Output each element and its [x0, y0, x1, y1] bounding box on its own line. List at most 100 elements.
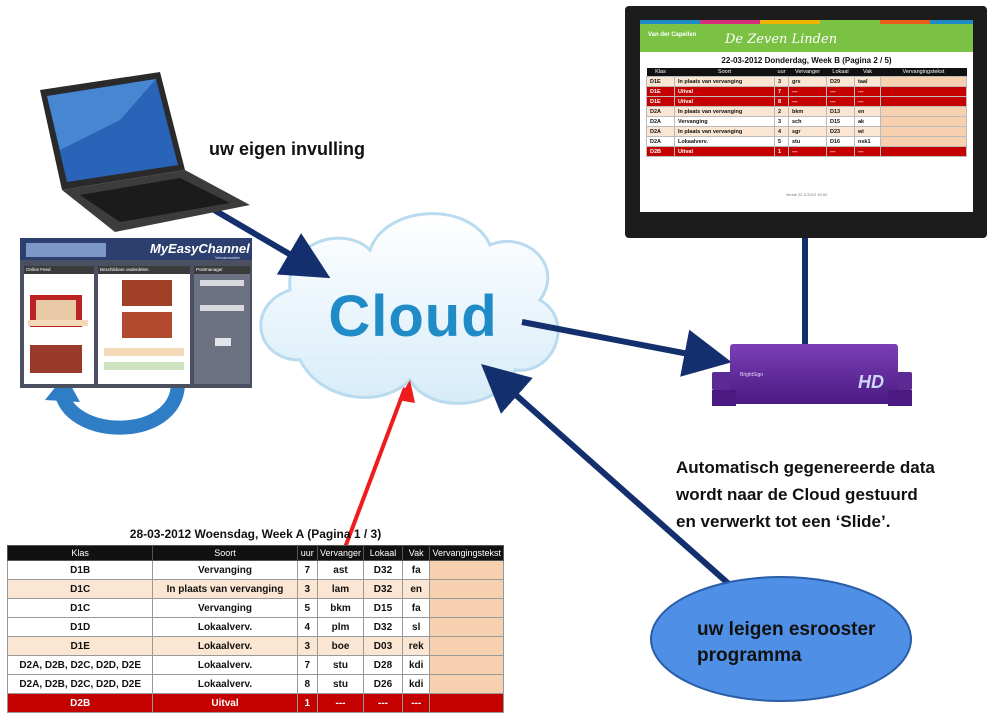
screen-table-header-cell: Soort [674, 68, 775, 77]
table-cell: Uitval [152, 693, 298, 713]
screen-table-cell: bkm [788, 106, 827, 117]
screen-table-cell: D1E [646, 76, 675, 87]
table-cell [429, 674, 504, 694]
table-cell: D1C [6, 598, 154, 618]
myeasychannel-col1: Online Feed [26, 267, 51, 272]
table-cell: plm [316, 617, 365, 637]
table-header-cell: Lokaal [363, 545, 403, 561]
school-name: De Zeven Linden [725, 32, 838, 47]
screen-table-cell: nsk1 [854, 136, 881, 147]
table-cell: fa [401, 598, 431, 618]
myeasychannel-sub: Vervanrooster [215, 255, 240, 260]
bubble-text: uw leigen esrooster programma [697, 617, 875, 669]
table-cell: D32 [363, 579, 403, 599]
table-cell: boe [316, 636, 365, 656]
screen-table-cell: D29 [826, 76, 855, 87]
screen-table-cell: --- [826, 146, 855, 157]
table-cell [429, 636, 504, 656]
screen-header: Van der Capellen De Zeven Linden [640, 24, 973, 52]
table-cell: In plaats van vervanging [152, 579, 298, 599]
table-cell: fa [401, 560, 431, 580]
screen-table-cell: 7 [774, 86, 789, 97]
screen-table-cell [880, 106, 967, 117]
screen-table-cell: 4 [774, 126, 789, 137]
laptop-caption: uw eigen invulling [209, 139, 366, 159]
table-title: 28-03-2012 Woensdag, Week A (Pagina 1 / … [129, 527, 382, 541]
data-flow-caption: Automatisch gegenereerde data wordt naar… [676, 454, 935, 535]
table-cell: D32 [363, 560, 403, 580]
table-cell: --- [316, 693, 365, 713]
screen-table-cell: D2A [646, 126, 675, 137]
screen-table-header-cell: Vak [854, 68, 881, 77]
screen-table-cell: Lokaalverv. [674, 136, 775, 147]
screen-table-cell: stu [788, 136, 827, 147]
table-cell [429, 598, 504, 618]
screen-table-cell: D1E [646, 96, 675, 107]
table-cell: D26 [363, 674, 403, 694]
table-cell [429, 579, 504, 599]
myeasychannel-col2: Beschikbare onderdelen [100, 267, 149, 272]
player-model: HD [858, 372, 884, 392]
table-header-cell: Vervanger [316, 545, 365, 561]
screen-table-cell: In plaats van vervanging [674, 106, 775, 117]
school-logo: Van der Capellen [648, 32, 697, 38]
screen-table-cell [880, 136, 967, 147]
screen-table-cell: D2A [646, 106, 675, 117]
screen-table-cell: --- [854, 86, 881, 97]
color-stripe [640, 20, 700, 24]
screen-table-cell: D15 [826, 116, 855, 127]
table-cell: 3 [296, 579, 318, 599]
screen-table-header-cell: Vervangingstekst [880, 68, 967, 77]
color-stripe [930, 20, 973, 24]
screen-table-cell: D23 [826, 126, 855, 137]
cloud-to-player-arrow [521, 319, 732, 377]
screen-table-cell [880, 86, 967, 97]
color-stripe [820, 20, 880, 24]
table-cell [429, 693, 504, 713]
screen-table-cell: D2A [646, 136, 675, 147]
screen-table-cell: Uitval [674, 86, 775, 97]
screen-table-cell [880, 146, 967, 157]
screen-table-header-cell: Klas [646, 68, 675, 77]
bubble-line-2: programma [697, 645, 802, 666]
monitor-screen: Van der Capellen De Zeven Linden 22-03-2… [640, 20, 973, 212]
table-cell: ast [316, 560, 365, 580]
table-cell: Vervanging [152, 560, 298, 580]
table-cell: Lokaalverv. [152, 617, 298, 637]
screen-table-cell: D1E [646, 86, 675, 97]
screen-table-cell: sch [788, 116, 827, 127]
table-cell: D2B [6, 693, 154, 713]
screen-table-cell: In plaats van vervanging [674, 76, 775, 87]
table-cell: D1E [6, 636, 154, 656]
table-cell [429, 617, 504, 637]
screen-table-cell: --- [826, 86, 855, 97]
screen-table-cell: ak [854, 116, 881, 127]
table-cell: 4 [296, 617, 318, 637]
screen-date: 22-03-2012 Donderdag, Week B (Pagina 2 /… [721, 56, 892, 65]
caption-line-3: en verwerkt tot een ‘Slide’. [676, 512, 891, 531]
table-cell: Vervanging [152, 598, 298, 618]
screen-table-cell: D13 [826, 106, 855, 117]
screen-table-cell: --- [826, 96, 855, 107]
table-cell: lam [316, 579, 365, 599]
table-cell: D1B [6, 560, 154, 580]
screen-table-cell: grs [788, 76, 827, 87]
table-cell: 7 [296, 560, 318, 580]
color-stripe [880, 20, 930, 24]
table-header-cell: Vak [401, 545, 431, 561]
screen-table-cell: D2B [646, 146, 675, 157]
color-stripe [760, 20, 820, 24]
myeasychannel-col3: Postmanager [196, 267, 223, 272]
table-cell: --- [401, 693, 431, 713]
table-cell: 5 [296, 598, 318, 618]
screen-table-cell: 5 [774, 136, 789, 147]
screen-table-cell: 8 [774, 96, 789, 107]
table-cell: D03 [363, 636, 403, 656]
